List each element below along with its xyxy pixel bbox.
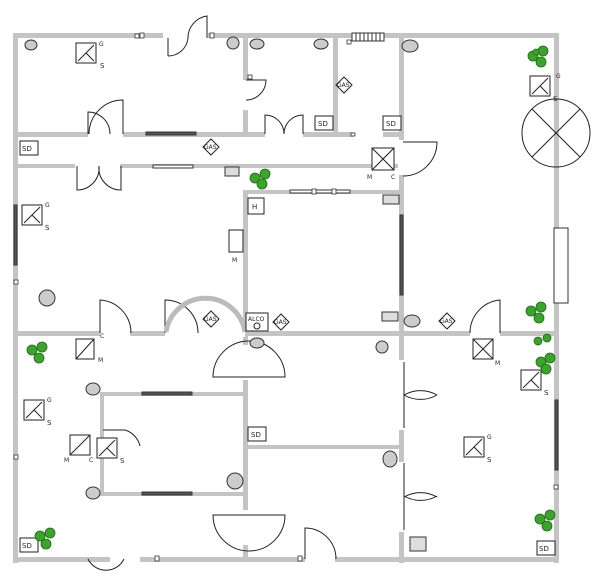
dome-camera-icon <box>24 36 421 500</box>
sensor-label: S <box>47 419 52 427</box>
wall-markers <box>13 32 559 562</box>
motion-sensor-icon <box>529 75 551 97</box>
sensor-label: M <box>232 257 237 264</box>
alco-detector-label: ALCO <box>248 316 265 323</box>
sensor-label: M <box>495 360 500 367</box>
motion-sensor-icon <box>21 204 43 226</box>
sensor-label: M <box>98 357 103 364</box>
corner-sensor-icon <box>371 147 395 171</box>
motion-sensor-icon <box>463 436 485 458</box>
door-openings <box>75 32 500 563</box>
sensor-label: S <box>100 62 105 70</box>
gas-detector-label: GAS <box>204 144 217 151</box>
sensor-label: G <box>556 73 561 80</box>
corner-sensor-icon <box>69 434 91 456</box>
gas-detector-label: GAS <box>440 318 453 325</box>
sensor-label: S <box>45 224 50 232</box>
heat-detector-icon <box>247 197 265 215</box>
bullet-camera-icon <box>224 166 427 552</box>
sensor-label: C <box>89 457 93 464</box>
sensor-label: S <box>544 389 549 397</box>
motion-sensor-icon <box>23 399 45 421</box>
smoke-detector-label: SD <box>318 120 328 128</box>
smoke-detector-label: SD <box>22 145 32 153</box>
sensor-label: C <box>100 333 104 340</box>
corner-sensor-icon <box>75 338 95 360</box>
gas-detector-label: GAS <box>274 319 287 326</box>
sensor-label: G <box>99 41 104 48</box>
corner-sensor-icon <box>472 338 494 360</box>
sensor-label: C <box>391 174 395 181</box>
motion-sensor-icon <box>96 437 118 459</box>
walls <box>13 33 559 563</box>
sensor-label: S <box>120 457 125 465</box>
smoke-detector-label: SD <box>22 542 32 550</box>
gas-detector-icon <box>202 76 456 331</box>
sensor-label: G <box>487 434 492 441</box>
sensor-label: M <box>64 457 69 464</box>
corner-sensor-icon <box>228 229 244 253</box>
alco-eye-icon <box>253 322 261 330</box>
gas-detector-label: GAS <box>337 82 350 89</box>
gas-detector-label: GAS <box>204 316 217 323</box>
revolving-door-icon <box>521 98 591 168</box>
smoke-detector-label: SD <box>386 120 396 128</box>
alco-detector-icon <box>245 312 269 332</box>
sensor-label: S <box>553 95 558 103</box>
motion-sensor-icon <box>75 42 97 64</box>
motion-sensor-icon <box>520 369 542 391</box>
heat-detector-label: H <box>252 203 257 211</box>
sensor-label: S <box>487 456 492 464</box>
smoke-detector-icon <box>19 115 556 556</box>
smoke-detector-label: SD <box>251 431 261 439</box>
sensor-label: M <box>367 174 372 181</box>
plant-icon <box>26 45 556 550</box>
windows <box>13 32 569 496</box>
smoke-detector-label: SD <box>539 545 549 553</box>
sensor-label: G <box>45 202 50 209</box>
doors <box>76 15 501 571</box>
sensor-label: G <box>47 397 52 404</box>
